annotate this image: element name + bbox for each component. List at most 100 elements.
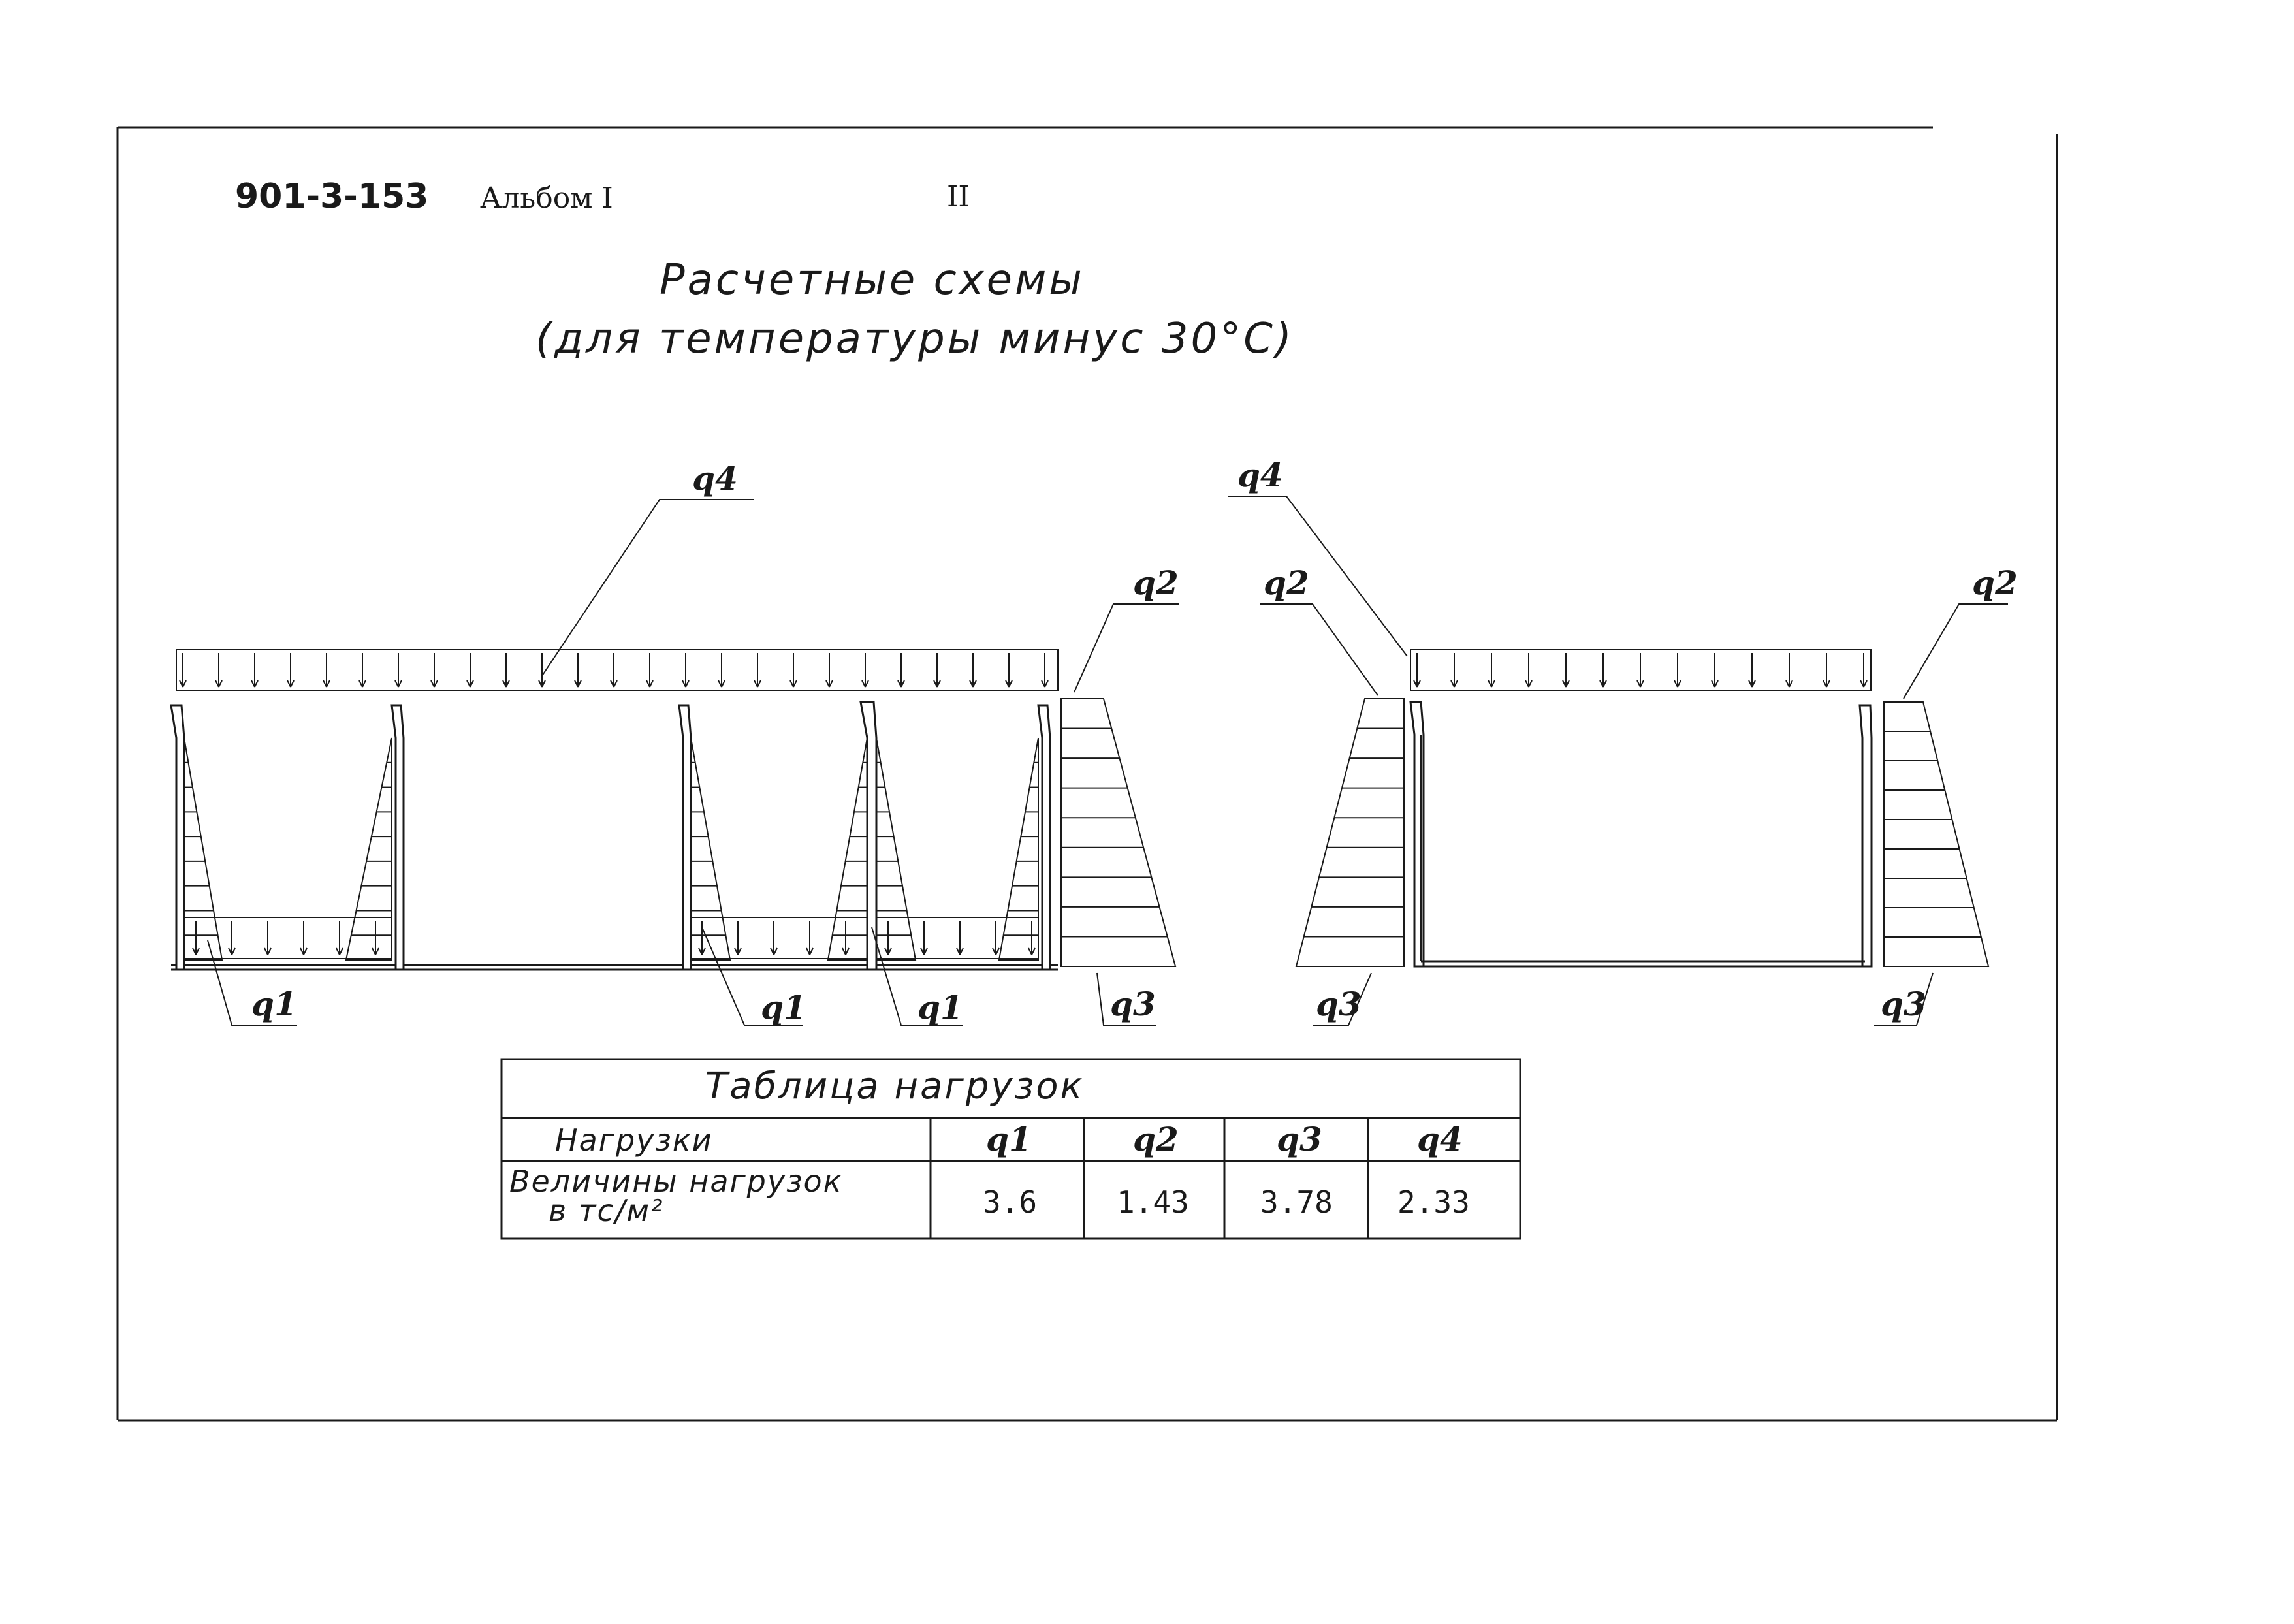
q4-arrow-head	[1044, 680, 1049, 688]
table-value-q1: 3.6	[983, 1185, 1037, 1220]
bottom-arrow-head	[845, 947, 850, 955]
q4-arrow-head	[505, 680, 510, 688]
left-q3-label: q3	[1110, 985, 1156, 1023]
bottom-arrow-head	[737, 947, 742, 955]
q4-arrow-head	[793, 680, 797, 688]
right-left-trapezoid	[1295, 698, 1405, 967]
right-q4-load-strip	[1410, 649, 1872, 691]
q4-arrow-head	[1413, 680, 1418, 688]
left-bottom-strip-3	[876, 917, 1039, 959]
q4-arrow-head	[1454, 680, 1458, 688]
q4-arrow-head	[1008, 680, 1013, 688]
table-col-q4: q4	[1417, 1120, 1463, 1158]
bottom-arrow-head	[372, 947, 376, 955]
q4-arrow-head	[897, 680, 902, 688]
q4-arrow-head	[865, 680, 869, 688]
right-q2-right-leader	[1903, 603, 2008, 699]
q4-arrow-head	[969, 680, 974, 688]
q4-arrow-head	[825, 680, 830, 688]
left-q4-arrows	[179, 653, 1049, 688]
q4-arrow-head	[251, 680, 255, 688]
bottom-arrow-head	[303, 947, 308, 955]
right-q4-leader	[1228, 496, 1408, 657]
q4-arrow-head	[1674, 680, 1678, 688]
table-value-label-1: Величины нагрузок	[509, 1164, 843, 1199]
q4-arrow-head	[1636, 680, 1641, 688]
bottom-arrow-head	[1028, 947, 1032, 955]
q4-arrow-head	[1525, 680, 1529, 688]
left-q4-label: q4	[692, 459, 738, 498]
q4-arrow-head	[254, 680, 259, 688]
bottom-arrow-head	[773, 947, 778, 955]
q4-arrow-head	[829, 680, 833, 688]
q4-arrow-head	[1640, 680, 1644, 688]
left-wall-2	[390, 704, 405, 971]
bottom-arrow-head	[923, 947, 928, 955]
q4-arrow-head	[936, 680, 941, 688]
q4-arrow-head	[900, 680, 905, 688]
q4-arrow-head	[1789, 680, 1793, 688]
q4-arrow-head	[430, 680, 435, 688]
q4-arrow-head	[215, 680, 219, 688]
bottom-arrow-head	[995, 947, 1000, 955]
left-q1-leader-3	[871, 927, 963, 1026]
left-bottom-arrows	[192, 921, 1036, 955]
bottom-arrow-head	[267, 947, 272, 955]
q4-arrow-head	[470, 680, 474, 688]
table-title: Таблица нагрузок	[705, 1065, 1084, 1107]
q4-arrow-head	[1785, 680, 1790, 688]
q4-arrow-head	[1826, 680, 1830, 688]
q4-arrow-head	[179, 680, 183, 688]
q4-arrow-head	[1860, 680, 1864, 688]
bottom-arrow-head	[992, 947, 996, 955]
q4-arrow-head	[326, 680, 330, 688]
q4-arrow-head	[685, 680, 690, 688]
q4-arrow-head	[789, 680, 794, 688]
table-col-q1: q1	[986, 1120, 1032, 1158]
q4-arrow-head	[182, 680, 187, 688]
left-trapezoid-arrows	[1061, 727, 1168, 938]
q4-arrow-head	[649, 680, 654, 688]
left-scheme: q4 q2 q1 q1 q1 q3	[170, 459, 1179, 1027]
q4-arrow-head	[721, 680, 725, 688]
bottom-arrow-head	[339, 947, 343, 955]
q4-arrow-head	[287, 680, 291, 688]
right-right-trapezoid	[1883, 701, 1990, 967]
bottom-arrow-head	[300, 947, 304, 955]
bottom-arrow-head	[1031, 947, 1036, 955]
q4-arrow-head	[933, 680, 938, 688]
bottom-arrow-head	[192, 947, 197, 955]
table-value-q3: 3.78	[1260, 1185, 1333, 1220]
right-q3-right-label: q3	[1881, 985, 1926, 1023]
q4-arrow-head	[757, 680, 761, 688]
title-line-2: (для температуры минус 30°С)	[535, 315, 1294, 363]
bottom-arrow-head	[806, 947, 810, 955]
bottom-arrow-head	[959, 947, 964, 955]
q4-arrow-head	[1450, 680, 1455, 688]
q4-arrow-head	[1488, 680, 1492, 688]
q4-arrow-head	[538, 680, 543, 688]
album-label: Альбом I	[480, 182, 613, 215]
q4-arrow-head	[466, 680, 471, 688]
q4-arrow-head	[577, 680, 582, 688]
q4-arrow-head	[1562, 680, 1567, 688]
right-scheme: q4 q2 q2 q3 q3	[1228, 456, 2018, 1026]
q4-arrow-head	[362, 680, 366, 688]
q4-arrow-head	[1602, 680, 1607, 688]
right-left-trapezoid-arrows	[1303, 727, 1404, 938]
left-bottom-strip-2	[690, 917, 868, 959]
right-right-trapezoid-arrows	[1884, 731, 1981, 938]
left-q4-load-strip	[176, 649, 1059, 691]
q4-arrow-head	[1711, 680, 1715, 688]
bottom-arrow-head	[956, 947, 961, 955]
q4-arrow-head	[1677, 680, 1681, 688]
right-q4-arrows	[1413, 653, 1868, 688]
left-q1-leader-1	[207, 940, 297, 1026]
bottom-arrow-head	[884, 947, 889, 955]
left-q1-arrows	[184, 761, 1038, 936]
left-wall-1	[170, 704, 185, 971]
q4-arrow-head	[754, 680, 758, 688]
q4-arrow-head	[394, 680, 399, 688]
left-q2-q3-trapezoid	[1060, 698, 1177, 967]
left-wall-5	[1037, 704, 1051, 971]
